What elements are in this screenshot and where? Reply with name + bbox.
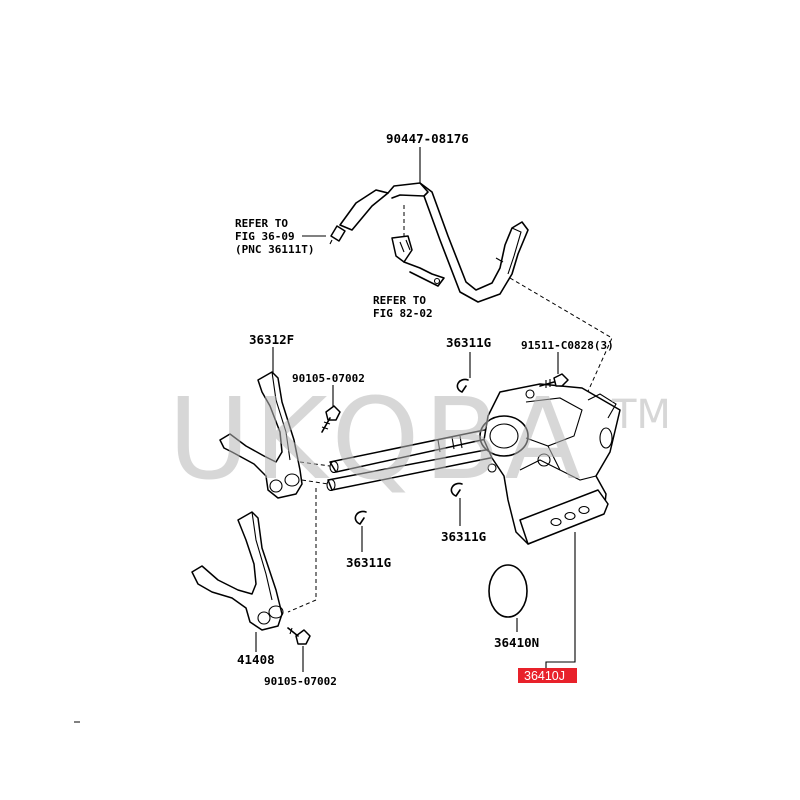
label-oring[interactable]: 36410N: [494, 635, 539, 650]
label-refer1-line3: (PNC 36111T): [235, 243, 314, 256]
label-clip-mid[interactable]: 36311G: [441, 529, 486, 544]
part-labels: 90447-08176 REFER TO FIG 36-09 (PNC 3611…: [235, 131, 614, 688]
label-fork-lower[interactable]: 41408: [237, 652, 275, 667]
label-assembly[interactable]: 36410J: [524, 669, 565, 683]
label-refer2-line2: FIG 82-02: [373, 307, 433, 320]
watermark-tm: TM: [611, 392, 671, 438]
label-bolt-set[interactable]: 91511-C0828(3): [521, 339, 614, 352]
label-refer1-line1: REFER TO: [235, 217, 288, 230]
bolt-lower: [287, 627, 311, 645]
shift-fork-lower: [191, 511, 284, 631]
o-ring: [488, 564, 528, 618]
leader-lines: [255, 147, 576, 672]
bolt-housing: [539, 373, 569, 388]
label-bolt-upper[interactable]: 90105-07002: [292, 372, 365, 385]
snap-ring-top: [456, 378, 469, 393]
label-clip-top[interactable]: 36311G: [446, 335, 491, 350]
shift-fork-upper: [219, 371, 303, 499]
watermark: UKQBA TM: [168, 375, 671, 505]
label-refer2-line1: REFER TO: [373, 294, 426, 307]
highlight-box: [518, 668, 577, 683]
label-fork-upper[interactable]: 36312F: [249, 332, 294, 347]
label-assembly-highlight[interactable]: 36410J: [518, 668, 577, 683]
snap-ring-mid: [450, 482, 463, 497]
label-hose-top[interactable]: 90447-08176: [386, 131, 469, 146]
shift-housing: [479, 383, 621, 545]
label-refer1-line2: FIG 36-09: [235, 230, 295, 243]
watermark-text: UKQBA: [168, 375, 585, 505]
bolt-upper: [321, 405, 341, 433]
label-clip-left[interactable]: 36311G: [346, 555, 391, 570]
snap-ring-left: [354, 510, 367, 525]
label-bolt-lower[interactable]: 90105-07002: [264, 675, 337, 688]
